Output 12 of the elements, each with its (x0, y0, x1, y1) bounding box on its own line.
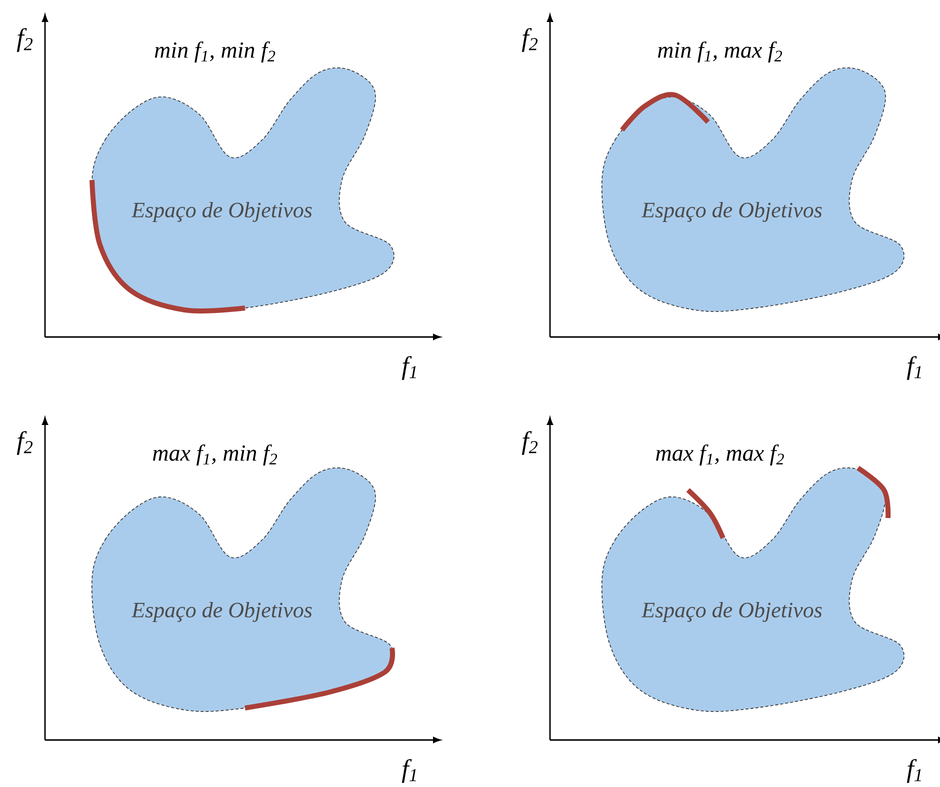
axis-label: f$_{1}$ (402, 356, 416, 380)
axis-label: f$_{2}$ (522, 28, 538, 52)
axis-label: f$_{1}$ (906, 356, 921, 380)
axis-label: f$_{1}$ (906, 759, 921, 783)
objective-space-region: Espaço de Objetivos (91, 67, 394, 312)
axis-label: f$_{1}$ (402, 759, 416, 783)
axis-label: f$_{2}$ (522, 431, 538, 455)
axis-label: f$_{2}$ (16, 431, 33, 455)
objective-space-region: Espaço de Objetivos (91, 467, 394, 712)
axis-label: f$_{2}$ (16, 28, 33, 52)
objective-space-region: Espaço de Objetivos (601, 467, 904, 712)
objective-space-region: Espaço de Objetivos (601, 67, 904, 312)
